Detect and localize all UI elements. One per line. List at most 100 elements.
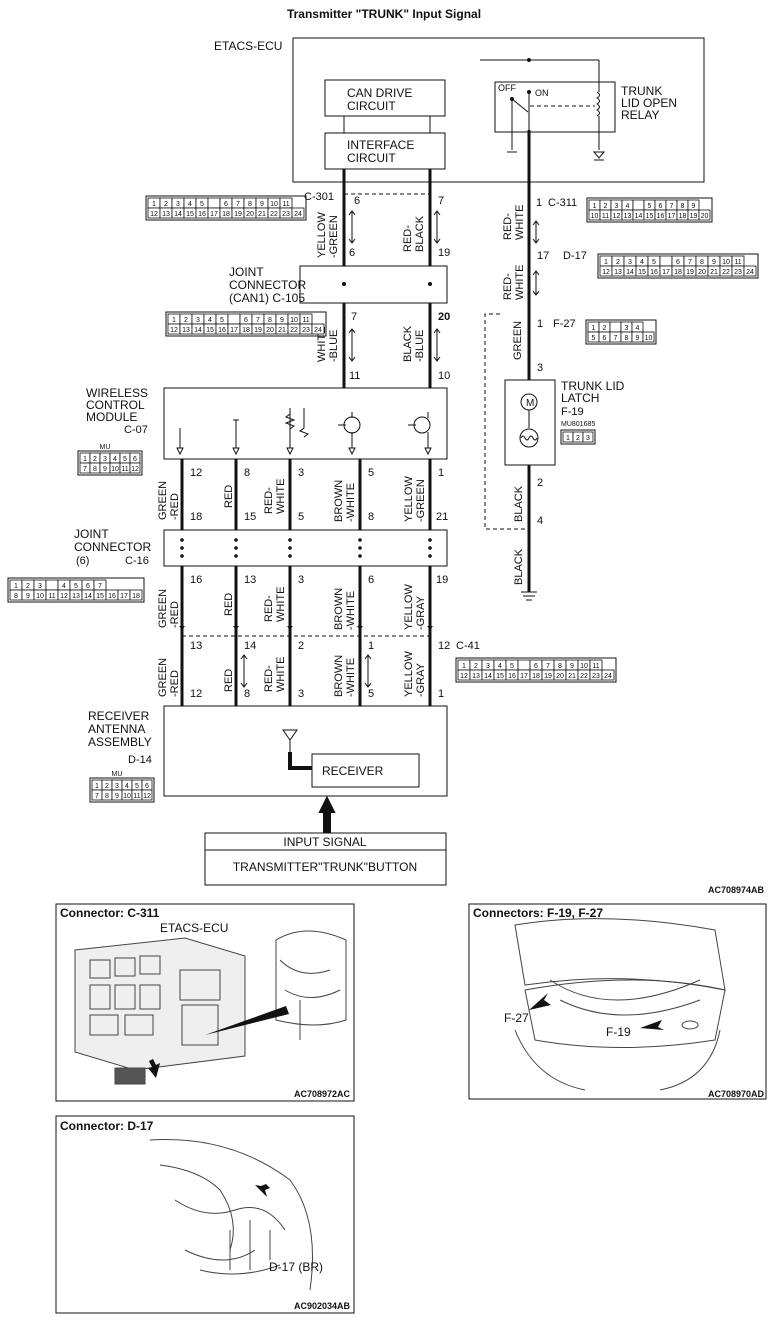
pin-number: 20 — [266, 327, 274, 334]
pin-cell — [45, 579, 59, 591]
pin-number: 4 — [62, 583, 66, 590]
pin-number: 7 — [688, 259, 692, 266]
pin-number: 17 — [520, 673, 528, 680]
ground-symbol — [521, 591, 537, 601]
diagram-title: Transmitter "TRUNK" Input Signal — [287, 7, 481, 21]
pin-number: 14 — [84, 593, 92, 600]
input-arrow — [318, 795, 336, 833]
f27-locator-arrow — [529, 993, 551, 1010]
pin-number: 9 — [103, 466, 107, 473]
c311-locator-arrow — [148, 1059, 160, 1078]
pin-number: 15 — [638, 269, 646, 276]
pin-c41-14: 14 — [244, 640, 256, 652]
c301-label: C-301 — [304, 191, 334, 203]
pin-number: 6 — [224, 201, 228, 208]
pin-number: 1 — [604, 259, 608, 266]
pin-number: 9 — [636, 335, 640, 342]
pin-number: 12 — [150, 211, 158, 218]
pin-number: 16 — [508, 673, 516, 680]
pin-wcm-3: 3 — [298, 467, 304, 479]
pin-number: 15 — [206, 327, 214, 334]
pin-number: 2 — [164, 201, 168, 208]
pin-number: 11 — [133, 793, 140, 800]
pin-number: 19 — [254, 327, 262, 334]
row1-red-white-2: WHITE — [275, 479, 287, 514]
pin-number: 12 — [131, 466, 139, 473]
pin-c16-5: 5 — [298, 511, 304, 523]
pin-cell — [207, 197, 221, 209]
pin-c105-11: 11 — [349, 370, 360, 382]
wire-black-2: BLACK — [513, 548, 525, 585]
pin-number: 14 — [626, 269, 634, 276]
pin-number: 2 — [105, 783, 109, 790]
pin-number: 4 — [208, 317, 212, 324]
pin-number: 5 — [592, 335, 596, 342]
pin-number: 5 — [135, 783, 139, 790]
pin-number: 4 — [636, 325, 640, 332]
pin-number: 10 — [36, 593, 44, 600]
pin-number: 12 — [613, 213, 621, 220]
c16-label-1: JOINT — [74, 527, 109, 541]
pin-number: 9 — [115, 793, 119, 800]
pin-number: 5 — [200, 201, 204, 208]
pin-number: 12 — [460, 673, 468, 680]
pin-d14-5: 5 — [368, 688, 374, 700]
pin-number: 3 — [586, 435, 590, 442]
mu-tab-label: MU — [100, 444, 111, 451]
pin-number: 22 — [580, 673, 588, 680]
row1-green-red-2: -RED — [169, 493, 181, 520]
pin-cell — [311, 323, 325, 335]
pin-c16-15: 15 — [244, 511, 256, 523]
interface-label-2: CIRCUIT — [347, 151, 396, 165]
pin-number: 7 — [98, 583, 102, 590]
pin-number: 1 — [95, 783, 99, 790]
receiver-box — [311, 753, 420, 788]
pin-number: 11 — [282, 201, 289, 208]
pin-number: 13 — [162, 211, 170, 218]
pin-number: 9 — [260, 201, 264, 208]
can-drive-label-1: CAN DRIVE — [347, 86, 412, 100]
panel-c311-code: AC708972AC — [294, 1089, 351, 1099]
panel-d17-title: Connector: D-17 — [60, 1119, 154, 1133]
pin-number: 20 — [246, 211, 254, 218]
pin-number: 7 — [670, 203, 674, 210]
pin-number: 13 — [472, 673, 480, 680]
pin-number: 23 — [592, 673, 600, 680]
svg-text:M: M — [526, 398, 534, 409]
pin-number: 11 — [734, 259, 741, 266]
c311-label: C-311 — [548, 197, 577, 209]
pin-number: 4 — [498, 663, 502, 670]
pin-number: 6 — [133, 456, 137, 463]
pin-c41-1: 1 — [368, 640, 374, 652]
mu-tab-label: MU — [112, 771, 123, 778]
pin-number: 3 — [196, 317, 200, 324]
pin-c105-10: 10 — [438, 370, 450, 382]
pin-number: 1 — [462, 663, 466, 670]
pin-number: 8 — [700, 259, 704, 266]
c105-label-2: CONNECTOR — [229, 278, 306, 292]
input-signal-box — [204, 832, 447, 886]
d17-illustration — [149, 1139, 313, 1291]
row2-green-red-2: -RED — [169, 601, 181, 628]
pin-number: 11 — [592, 663, 599, 670]
pin-number: 14 — [194, 327, 202, 334]
receiver-asm-label-2: ANTENNA — [88, 722, 145, 736]
pin-number: 15 — [186, 211, 194, 218]
relay-on-label: ON — [535, 88, 549, 98]
pin-c16-6: 6 — [368, 574, 374, 586]
pin-f19-4: 4 — [537, 515, 543, 527]
pin-f19-2: 2 — [537, 477, 543, 489]
row2-yellow-gray-2: -GRAY — [415, 595, 427, 630]
pin-c311-1: 1 — [536, 197, 542, 209]
pin-c16-21: 21 — [436, 511, 448, 523]
panel-f19f27-title: Connectors: F-19, F-27 — [473, 906, 603, 920]
pin-number: 21 — [568, 673, 576, 680]
d17-locator-arrow — [255, 1184, 270, 1197]
pin-cell — [291, 207, 305, 219]
pin-number: 21 — [258, 211, 266, 218]
